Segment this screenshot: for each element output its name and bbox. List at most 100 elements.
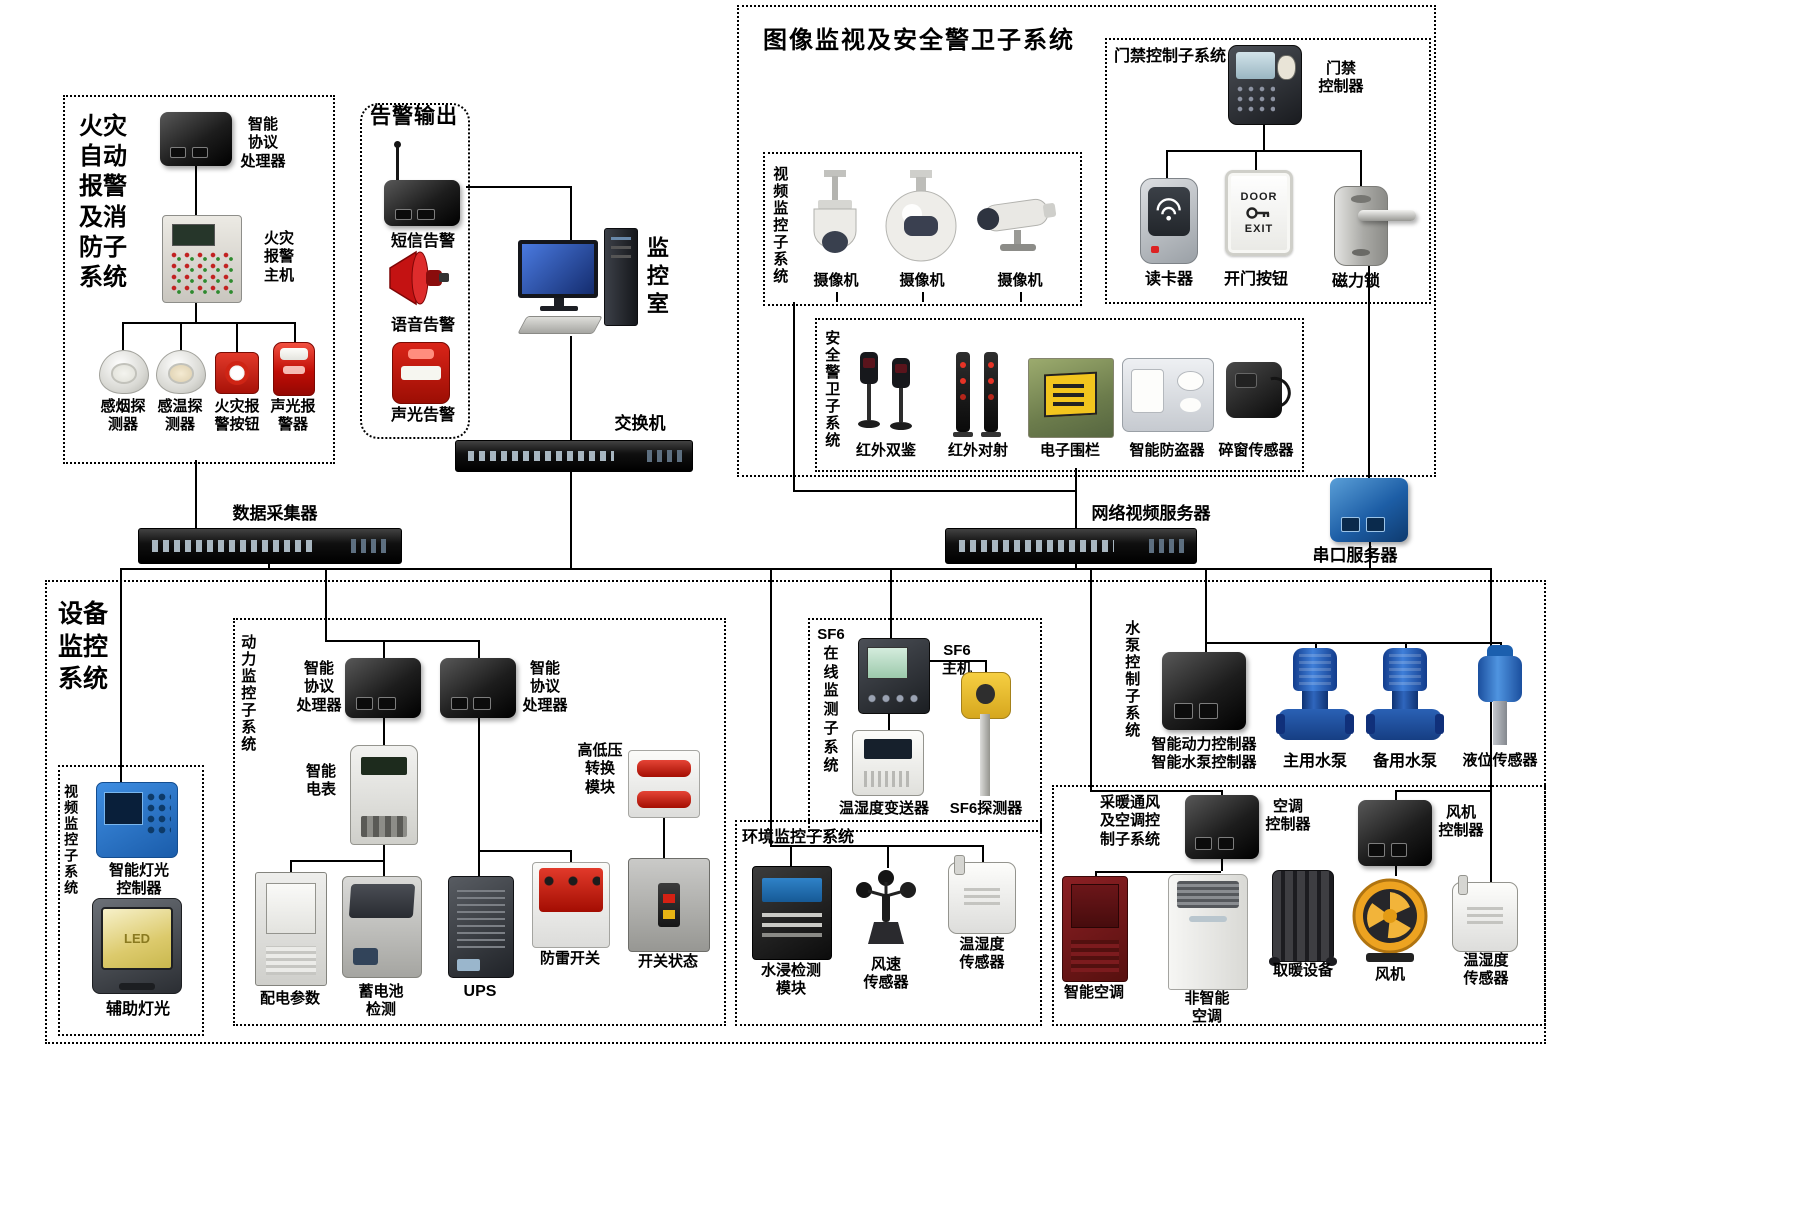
pump-coupling (1301, 690, 1329, 712)
fire-alarm-button-label: 火灾报 警按钮 (214, 398, 260, 434)
network-switch (455, 440, 693, 472)
connector (478, 850, 570, 852)
connector (570, 336, 572, 440)
connector (1490, 568, 1492, 882)
sf6-detector-head (961, 672, 1011, 719)
magnetic-lock-device (1334, 186, 1417, 266)
battery-tester-device (342, 876, 422, 978)
fire-protocol-processor-label: 智能 协议 处理器 (240, 116, 286, 170)
monitoring-workstation (517, 228, 638, 336)
connector (790, 845, 792, 866)
alarm-output-box (360, 103, 470, 439)
fire-alarm-host (162, 215, 242, 303)
fan-device (1348, 876, 1432, 964)
sf6-monitor-box (808, 618, 1042, 832)
pump-base (1365, 709, 1445, 740)
monitor-icon (518, 240, 598, 298)
distribution-cabinet-device (255, 872, 327, 986)
connector (1500, 642, 1502, 646)
connector (890, 568, 892, 638)
pump-control-title: 水泵控制子系统 (1123, 620, 1141, 739)
bullet-camera-icon (977, 198, 1057, 251)
camera-label: 摄像机 (899, 272, 945, 289)
breaker-device (628, 858, 710, 952)
fan-controller-device (1358, 800, 1432, 866)
level-sensor-label: 液位传感器 (1462, 752, 1538, 769)
heater-device (1268, 870, 1338, 966)
connector (290, 860, 292, 872)
sf6-detector-pole (979, 714, 991, 796)
access-control-title: 门禁控制子系统 (1114, 48, 1227, 65)
heat-detector (156, 350, 206, 394)
connector (383, 718, 385, 745)
ir-beam-bar-icon (953, 352, 973, 437)
connector (770, 845, 982, 847)
sms-alarm-body (384, 180, 460, 226)
video-surveillance-box (763, 152, 1082, 306)
connector (1360, 150, 1362, 188)
connector (325, 568, 327, 640)
connector (1095, 871, 1097, 876)
water-leak-label: 水浸检测 模块 (760, 962, 821, 998)
connector (195, 166, 197, 215)
anemometer-icon (856, 870, 916, 944)
burglar-alarm-device (1122, 358, 1214, 432)
connector (1205, 642, 1502, 644)
connector (1395, 866, 1397, 876)
heat-detector-label: 感温探 测器 (157, 398, 203, 434)
monitor-screen (522, 244, 594, 294)
network-video-server-device (945, 528, 1197, 564)
connector (836, 292, 838, 302)
serial-server-label: 串口服务器 (1312, 546, 1398, 565)
connector (120, 568, 122, 782)
connector (290, 860, 383, 862)
aux-light-label: 辅助灯光 (105, 1001, 170, 1018)
ir-dual-label: 红外双鉴 (855, 442, 916, 459)
sound-light-alarm-label: 声光报 警器 (270, 398, 316, 434)
th-transmitter-device (852, 730, 924, 796)
connector (793, 302, 795, 490)
fire-protocol-processor (160, 112, 232, 166)
connector (1205, 568, 1207, 652)
hv-lv-module-device (628, 750, 700, 818)
backup-pump-device (1365, 648, 1445, 750)
data-collector-label: 数据采集器 (232, 504, 318, 523)
pump-controller-label: 智能动力控制器 智能水泵控制器 (1151, 736, 1257, 772)
connector (1395, 790, 1397, 800)
surveillance-box (737, 5, 1436, 477)
alarm-output-title: 告警输出 (370, 105, 458, 128)
connector (195, 301, 197, 322)
light-controller-device (96, 782, 178, 858)
connector (1395, 790, 1492, 792)
connector (982, 845, 984, 862)
main-bus (120, 568, 1492, 570)
connector (383, 640, 385, 658)
voice-alarm-label: 语音告警 (390, 317, 455, 334)
main-pump-device (1275, 648, 1355, 750)
led-face: LED (100, 906, 174, 971)
wind-sensor-label: 风速 传感器 (863, 956, 909, 992)
connector (268, 562, 270, 568)
computer-tower-icon (604, 228, 638, 326)
electronic-fence-label: 电子围栏 (1039, 442, 1100, 459)
connector (663, 816, 665, 858)
access-control-box (1105, 38, 1431, 304)
smart-meter-device (350, 745, 418, 845)
network-switch-label: 交换机 (614, 414, 666, 433)
connector (122, 322, 124, 350)
door-word: DOOR (1240, 191, 1278, 203)
pump-motor (1382, 648, 1428, 691)
level-sensor-probe (1493, 701, 1507, 745)
hvac-title: 采暖通风 及空调控 制子系统 (1099, 794, 1160, 848)
connector (1221, 790, 1223, 795)
sf6-host-device (858, 638, 930, 714)
th-transmitter-label: 温湿度变送器 (838, 800, 929, 817)
connector (1369, 542, 1371, 568)
breaker-label: 开关状态 (637, 953, 698, 970)
ups-device (448, 876, 514, 978)
access-controller-label: 门禁 控制器 (1318, 60, 1364, 96)
dome-camera-device (804, 168, 866, 268)
key-icon (1246, 207, 1270, 219)
smoke-detector-label: 感烟探 测器 (100, 398, 146, 434)
